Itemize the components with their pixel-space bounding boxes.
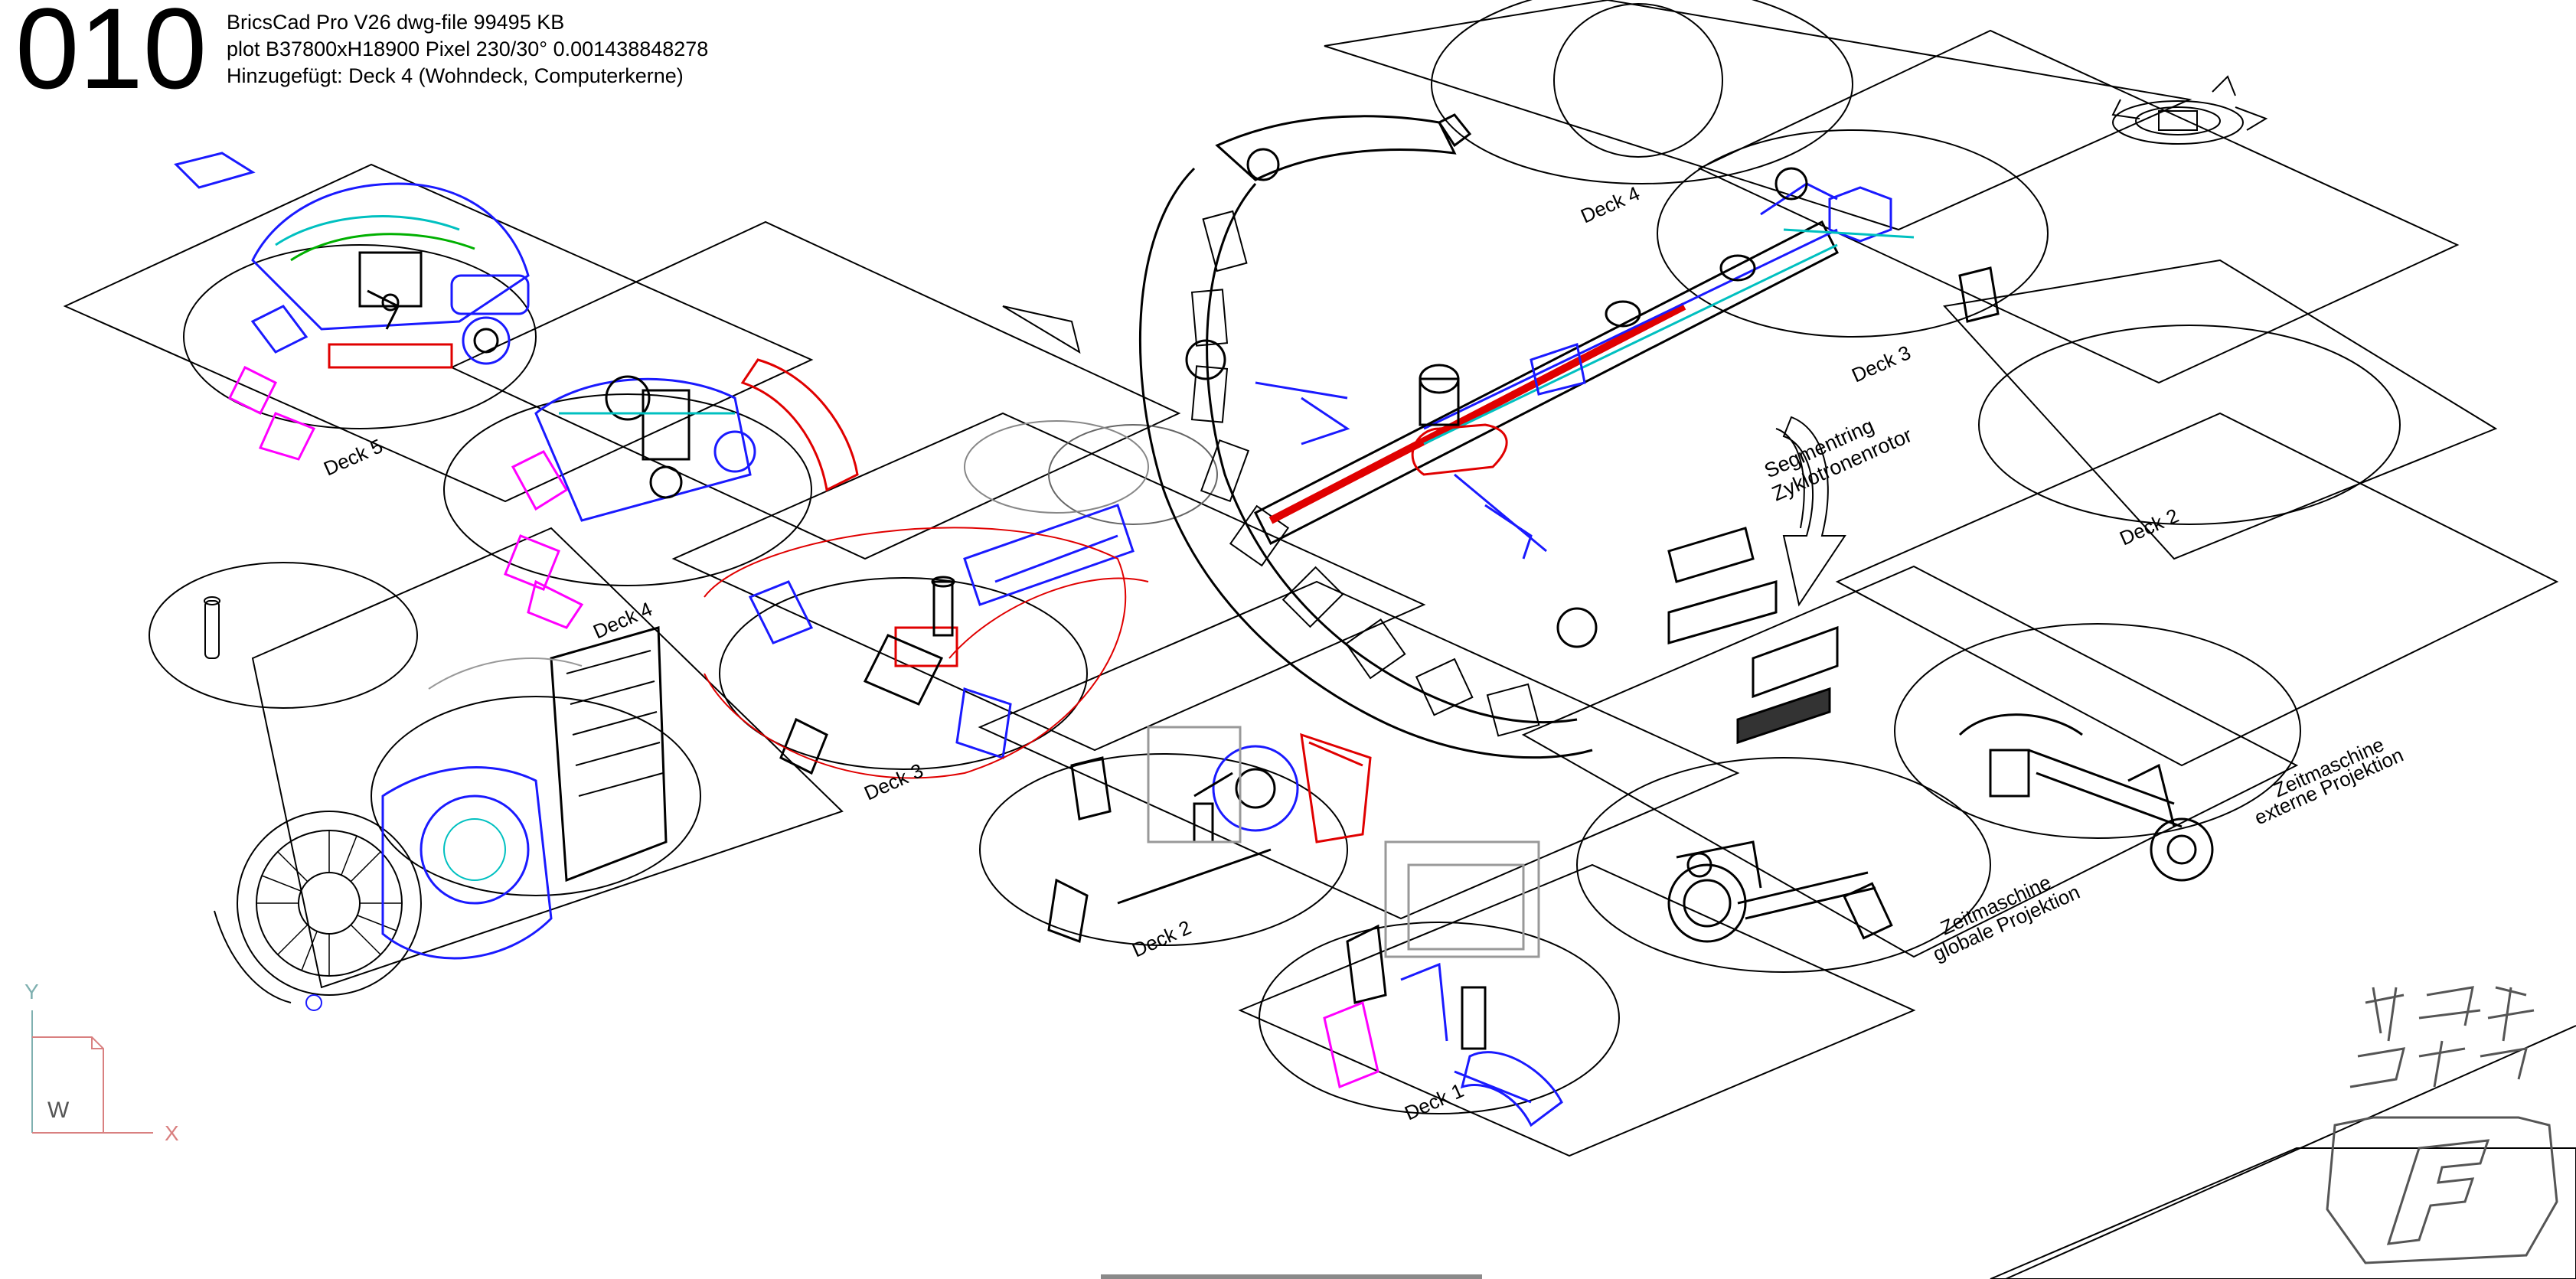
assembly-deck3-right (1760, 167, 2000, 323)
label-deck4-left: Deck 4 (589, 597, 655, 643)
assembly-zm-extern (1958, 713, 2214, 882)
ellipse-deck5 (183, 244, 537, 429)
ellipse-deck3-right (1657, 129, 2049, 338)
captain-future-logo (2326, 986, 2558, 1264)
direction-arrows (1002, 305, 1846, 607)
ellipse-zm-extern (1894, 623, 2301, 839)
plate-deck3-left (671, 412, 1426, 752)
drawing-number: 010 (15, 0, 207, 113)
cylinder-part (204, 596, 220, 659)
label-deck4-right: Deck 4 (1577, 181, 1643, 227)
plate-deck1 (1238, 863, 1916, 1157)
plate-deck4-left (449, 220, 1181, 560)
info-line-added: Hinzugefügt: Deck 4 (Wohndeck, Computerk… (227, 64, 684, 87)
ellipse-deck4 (443, 393, 812, 586)
ucs-x-label: X (165, 1121, 179, 1145)
ellipse-zm-global (1576, 757, 1991, 973)
label-deck2-left: Deck 2 (1128, 915, 1194, 961)
assembly-deck4 (504, 358, 859, 629)
ellipse-lower-left (371, 696, 701, 896)
ucs-w-label: W (47, 1098, 70, 1123)
assembly-deck5 (174, 152, 530, 461)
segmentring-arrow (1782, 416, 1846, 607)
drawing-info: BricsCad Pro V26 dwg-file 99495 KB plot … (227, 9, 708, 90)
ellipse-deck4-circle (1553, 3, 1723, 158)
plate-deck2-left (978, 580, 1740, 920)
rotor-part-top (2111, 75, 2268, 145)
ellipse-deck2-right (1978, 325, 2401, 525)
plate-zm-extern (1835, 412, 2559, 767)
plate-zm-global (1521, 565, 2299, 958)
ellipse-deck3 (719, 577, 1088, 770)
arrow-top (1002, 305, 1081, 354)
ucs-icon: Y X W (24, 980, 179, 1145)
plate-deck3-right (1697, 29, 2460, 384)
deck-plates (63, 0, 2576, 1279)
ellipse-small-left (149, 562, 418, 709)
plate-bottom-right (1990, 1147, 2576, 1279)
segment-ring (1138, 113, 1598, 759)
label-deck3-left: Deck 3 (860, 759, 926, 804)
turbine-assembly (214, 626, 668, 1011)
info-line-software: BricsCad Pro V26 dwg-file 99495 KB (227, 11, 565, 34)
info-line-plot: plot B37800xH18900 Pixel 230/30° 0.00143… (227, 38, 709, 60)
rotor-shaft (1253, 220, 1840, 560)
plate-deck4-right (1324, 0, 2192, 231)
deck-ellipses (149, 0, 2401, 1114)
ellipse-deck4-right (1431, 0, 1853, 184)
panels (1667, 527, 1839, 745)
plate-lower-left (251, 527, 844, 989)
plate-deck2-right (1943, 259, 2498, 560)
assembly-zm-global (1667, 840, 1893, 943)
assembly-deck1 (1323, 840, 1563, 1127)
label-deck2-right: Deck 2 (2116, 504, 2182, 550)
horizontal-scrollbar[interactable] (1101, 1274, 1482, 1279)
label-deck3-right: Deck 3 (1848, 341, 1914, 387)
ellipse-deck2 (979, 753, 1348, 946)
ellipse-deck1 (1259, 922, 1620, 1114)
ucs-y-label: Y (24, 980, 39, 1003)
assembly-deck3 (704, 504, 1149, 779)
assembly-deck2 (1047, 726, 1372, 944)
plate-deck5 (63, 163, 814, 503)
deck-labels: Deck 5 Deck 4 Deck 3 Deck 2 Deck 1 Deck … (320, 181, 2407, 1124)
label-deck5: Deck 5 (320, 434, 386, 480)
